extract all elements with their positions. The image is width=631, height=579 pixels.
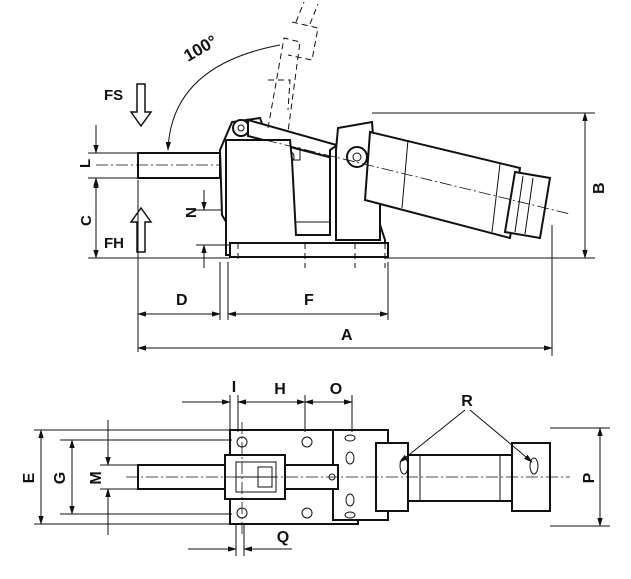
e-label: E [21, 472, 38, 483]
dim-a [137, 225, 553, 356]
side-view: 100° FS FH L C N [77, 1, 608, 356]
f-label: F [304, 292, 314, 309]
top-cylinder [332, 429, 551, 521]
c-label: C [78, 215, 95, 226]
r-label: R [461, 393, 473, 410]
dim-d-f [137, 180, 389, 352]
p-label: P [581, 472, 598, 483]
a-label: A [341, 327, 353, 344]
b-label: B [591, 182, 608, 194]
top-spindle [126, 422, 570, 535]
h-label: H [274, 381, 286, 398]
top-view: I H O R E G M P [21, 379, 610, 556]
dim-i-h-o [182, 395, 353, 432]
dim-b [372, 112, 595, 259]
dim-n [196, 190, 230, 268]
open-position-outline [267, 1, 319, 133]
fh-label: FH [104, 235, 124, 252]
dim-p [550, 427, 610, 527]
q-label: Q [277, 529, 289, 546]
g-label: G [52, 472, 69, 484]
o-label: O [330, 381, 342, 398]
pneumatic-cylinder [264, 130, 571, 240]
spindle-bar [96, 152, 230, 179]
i-label: I [232, 379, 236, 396]
dim-e-g-m [34, 420, 232, 535]
dim-q [188, 524, 292, 556]
n-label: N [183, 207, 200, 218]
fs-label: FS [104, 87, 123, 104]
angle-arc [165, 44, 281, 151]
m-label: M [88, 471, 105, 484]
l-label: L [77, 159, 94, 168]
force-fh-arrow [129, 206, 153, 253]
d-label: D [176, 292, 188, 309]
dim-r [399, 409, 533, 463]
angle-label: 100° [181, 31, 221, 65]
force-fs-arrow [129, 83, 153, 128]
dim-c [88, 179, 230, 259]
